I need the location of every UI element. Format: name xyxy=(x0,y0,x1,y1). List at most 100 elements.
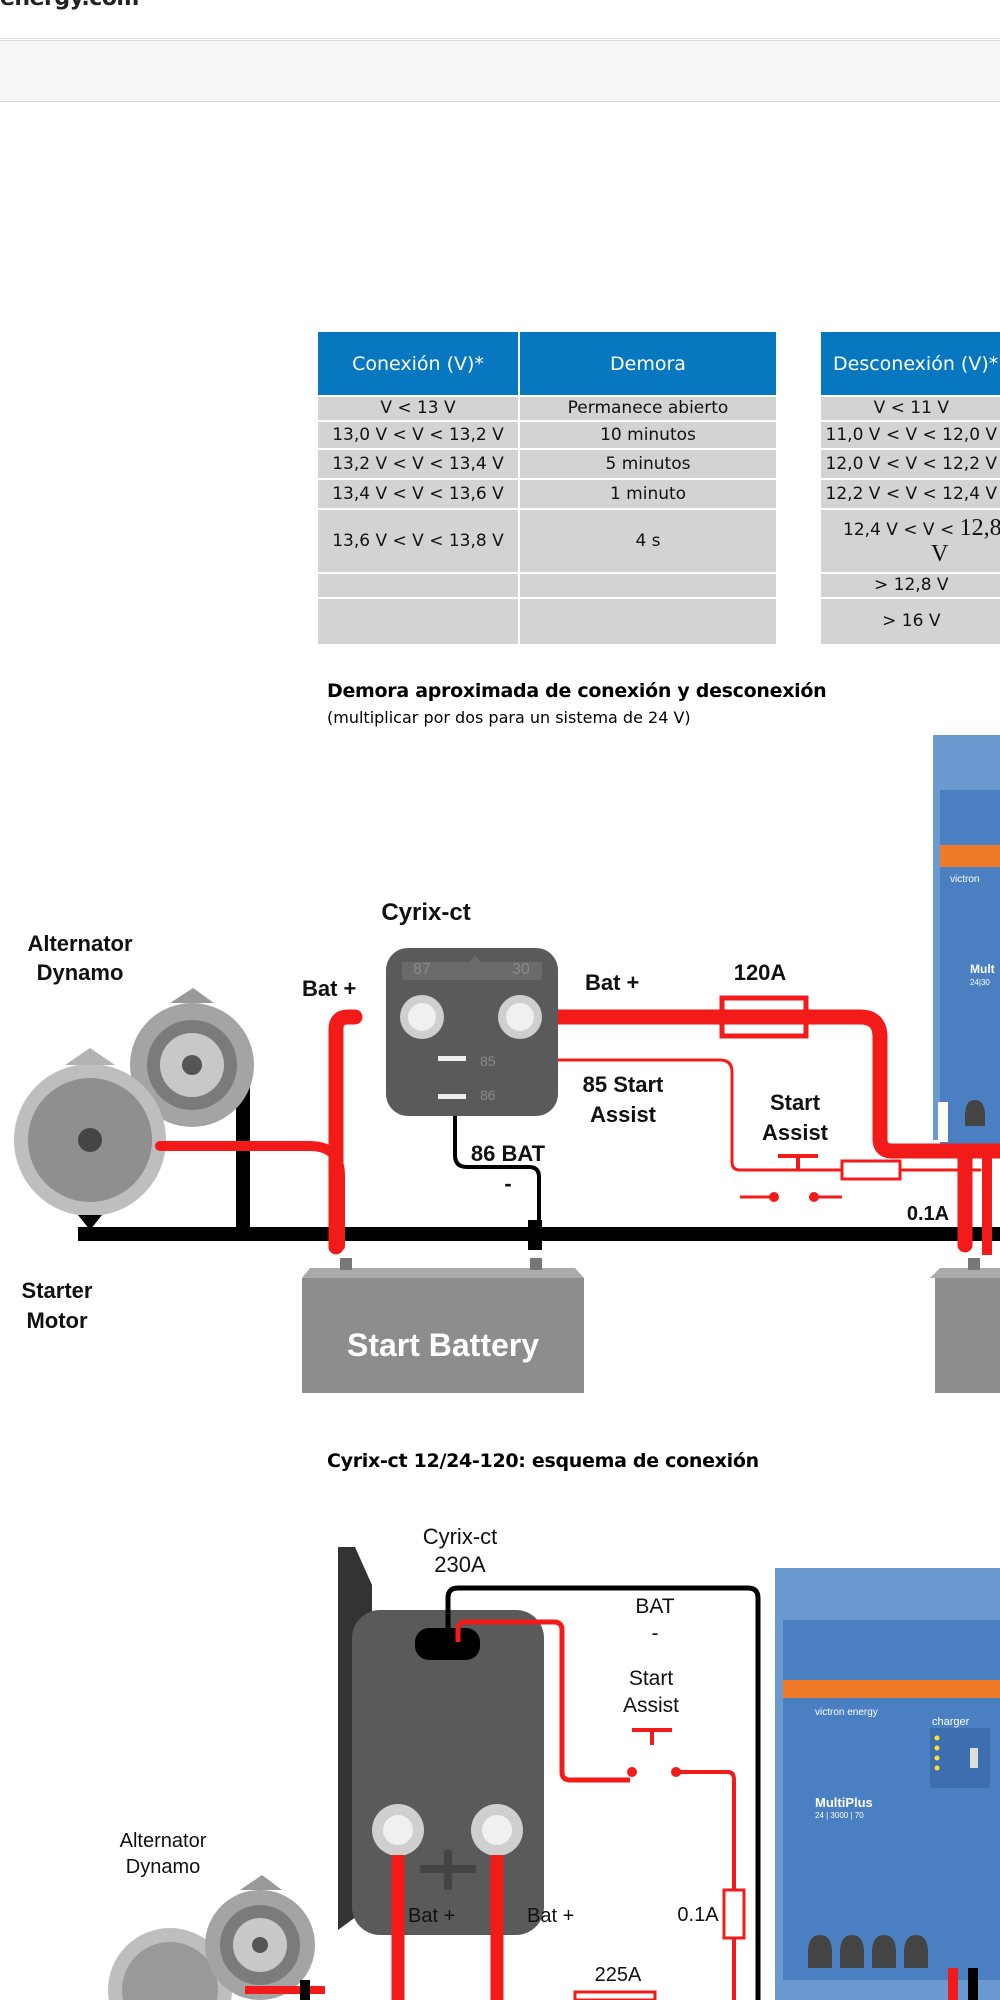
fuse-01a-label: 0.1A xyxy=(907,1203,949,1225)
ground-wire xyxy=(236,1070,250,1235)
cell-text-big: 12,8 xyxy=(959,514,1000,541)
device-model: 24|30 xyxy=(970,978,990,987)
motor-label: Motor xyxy=(26,1308,88,1333)
device-name: Mult xyxy=(970,962,995,976)
start-assist-label: Start xyxy=(770,1090,821,1115)
alternator-dynamo xyxy=(14,988,254,1230)
battery-neg-post xyxy=(528,1220,542,1250)
terminal-87: 87 xyxy=(413,961,431,978)
header-connection: Conexión (V)* xyxy=(318,332,520,395)
wiring-diagram-cyrix-ct: victron Mult 24|30 87 30 xyxy=(14,735,1000,1393)
fuse-120-label: 120A xyxy=(734,960,787,985)
bat-86-minus: - xyxy=(504,1171,511,1196)
red-cable-bat-plus xyxy=(328,1009,363,1255)
alternator-label: Alternator xyxy=(27,931,133,956)
fuse-01a xyxy=(722,1888,746,1940)
start-assist-85-label: 85 Start xyxy=(583,1072,664,1097)
wiring-diagram-cyrix-ct-230a: victron energy charger MultiPlus 24 | 30… xyxy=(108,1524,1000,2000)
table-cell: V < 13 V xyxy=(318,395,520,420)
device-name: MultiPlus xyxy=(815,1795,873,1810)
table-cell: 13,4 V < V < 13,6 V xyxy=(318,478,520,508)
device-brand: victron xyxy=(950,874,979,885)
site-logo[interactable]: energy.com xyxy=(0,0,139,11)
dynamo-label: Dynamo xyxy=(37,960,124,985)
multiplus-device: victron energy charger MultiPlus 24 | 30… xyxy=(775,1568,1000,2000)
table-cell xyxy=(318,572,520,597)
battery-label: Start Battery xyxy=(347,1327,539,1363)
table-cell: Permanece abierto xyxy=(520,395,778,420)
bat-minus-sign: - xyxy=(652,1622,659,1645)
table-cell: 12,2 V < V < 12,4 V xyxy=(821,478,1000,508)
red-cable-alternator xyxy=(155,1141,345,1251)
relay-title: Cyrix-ct xyxy=(423,1524,498,1549)
red-cable-main xyxy=(512,1009,1000,1159)
terminal-85: 85 xyxy=(480,1053,496,1069)
bat-plus-right: Bat + xyxy=(527,1905,574,1927)
device-model: 24 | 3000 | 70 xyxy=(815,1811,864,1820)
table-cell: 12,0 V < V < 12,2 V xyxy=(821,448,1000,478)
top-bar: energy.com xyxy=(0,0,1000,39)
start-assist-85-label2: Assist xyxy=(590,1102,657,1127)
terminal-30: 30 xyxy=(512,961,530,978)
navigation-bar xyxy=(0,40,1000,102)
table-cell: 10 minutos xyxy=(520,420,778,448)
black-cable xyxy=(968,1968,978,2000)
red-cable-aux2 xyxy=(982,1155,992,1255)
fuse-225a-label: 225A xyxy=(595,1964,642,1986)
relay-title: Cyrix-ct xyxy=(381,899,470,926)
bat-86-label: 86 BAT xyxy=(471,1141,546,1166)
fuse-01a-label: 0.1A xyxy=(677,1904,719,1926)
bat-plus-left: Bat + xyxy=(302,976,356,1001)
diagram-caption: Cyrix-ct 12/24-120: esquema de conexión xyxy=(327,1450,759,1472)
cyrix-ct-230a-relay xyxy=(338,1547,544,1935)
start-assist-label: Start xyxy=(629,1667,674,1690)
terminal-86: 86 xyxy=(480,1087,496,1103)
device-brand: victron energy xyxy=(815,1707,878,1718)
table-cell: 5 minutos xyxy=(520,448,778,478)
fuse-01a xyxy=(840,1159,902,1181)
bat-minus-label: BAT xyxy=(635,1595,674,1618)
bat-plus-left: Bat + xyxy=(408,1905,455,1927)
multiplus-device: victron Mult 24|30 xyxy=(933,735,1000,1150)
cyrix-ct-relay: 87 30 85 86 xyxy=(386,948,558,1116)
charger-label: charger xyxy=(932,1716,970,1728)
start-battery: Start Battery xyxy=(302,1258,584,1393)
table-cell: > 12,8 V xyxy=(821,572,1000,597)
cell-text: 12,4 V < V < xyxy=(843,519,960,540)
table-cell: 13,0 V < V < 13,2 V xyxy=(318,420,520,448)
red-start-assist-wire xyxy=(455,1619,630,1783)
table-cell: > 16 V xyxy=(821,597,1000,644)
table-caption-subtitle: (multiplicar por dos para un sistema de … xyxy=(327,708,691,727)
table-cell xyxy=(318,597,520,644)
table-cell: 13,6 V < V < 13,8 V xyxy=(318,508,520,572)
red-fuse-wire xyxy=(678,1770,736,2000)
start-assist-switch xyxy=(740,1154,842,1202)
start-assist-label2: Assist xyxy=(623,1694,679,1717)
service-battery xyxy=(930,1258,1000,1393)
table-cell xyxy=(520,597,778,644)
table-cell: 1 minuto xyxy=(520,478,778,508)
bat-plus-right: Bat + xyxy=(585,970,639,995)
header-delay: Demora xyxy=(520,332,778,395)
black-bat-minus-wire xyxy=(445,1585,761,2000)
fuse-225a xyxy=(573,1990,657,2000)
black-86-wire xyxy=(453,1095,541,1247)
start-assist-label2: Assist xyxy=(762,1120,829,1145)
alternator-label: Alternator xyxy=(120,1830,207,1852)
table-caption-title: Demora aproximada de conexión y desconex… xyxy=(327,680,827,702)
table-cell: 4 s xyxy=(520,508,778,572)
table-cell: 11,0 V < V < 12,0 V xyxy=(821,420,1000,448)
delay-table-right: Desconexión (V)* V < 11 V 11,0 V < V < 1… xyxy=(821,332,1000,644)
header-disconnection: Desconexión (V)* xyxy=(821,332,1000,395)
table-cell: V < 11 V xyxy=(821,395,1000,420)
red-cable xyxy=(948,1968,958,2000)
fuse-120a xyxy=(719,995,809,1039)
start-assist-switch xyxy=(627,1728,681,1777)
cell-text-unit: V xyxy=(931,541,949,567)
alternator-dynamo xyxy=(108,1875,325,2000)
dynamo-label: Dynamo xyxy=(126,1856,200,1878)
starter-label: Starter xyxy=(22,1278,93,1303)
table-cell: 13,2 V < V < 13,4 V xyxy=(318,448,520,478)
